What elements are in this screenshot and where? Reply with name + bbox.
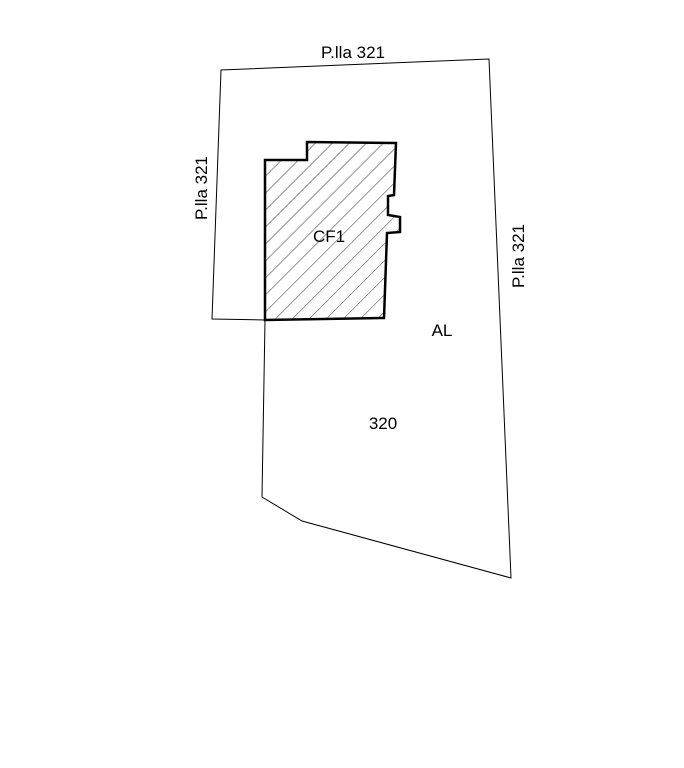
parcel-outline <box>211 58 512 579</box>
area-label: AL <box>432 321 453 340</box>
neighbor-label-left: P.lla 321 <box>192 156 211 220</box>
building-label: CF1 <box>313 227 345 246</box>
parcel-number-label: 320 <box>369 414 397 433</box>
building-footprint <box>263 140 402 322</box>
neighbor-label-top: P.lla 321 <box>321 43 385 62</box>
neighbor-label-right: P.lla 321 <box>509 224 528 288</box>
